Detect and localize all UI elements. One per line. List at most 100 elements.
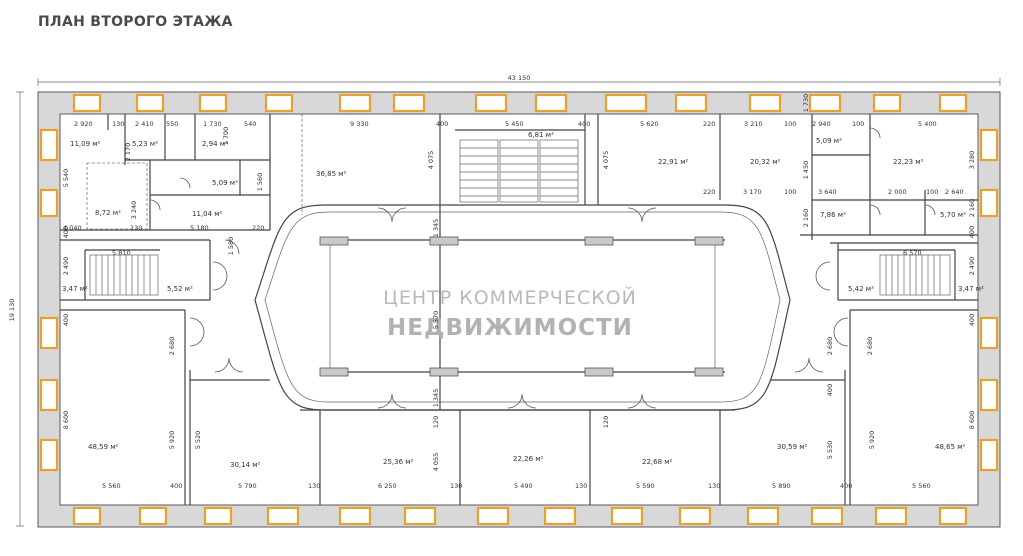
dimension: 400 bbox=[968, 226, 976, 238]
dimension: 1 730 bbox=[802, 94, 810, 113]
dimension: 5 920 bbox=[168, 431, 176, 450]
dimension: 400 bbox=[436, 120, 448, 128]
dimension: 5 560 bbox=[102, 482, 121, 490]
dimension: 6 570 bbox=[903, 249, 922, 257]
dimension: 1 450 bbox=[802, 161, 810, 180]
room-area: 22,26 м² bbox=[513, 455, 544, 463]
dimension: 2 410 bbox=[135, 120, 154, 128]
dimension: 120 bbox=[602, 416, 610, 428]
dimension: 2 160 bbox=[968, 199, 976, 218]
dimension: 2 680 bbox=[826, 337, 834, 356]
overall-height-label: 19 130 bbox=[8, 299, 16, 322]
dimension: 2 000 bbox=[888, 188, 907, 196]
dimension: 400 bbox=[968, 314, 976, 326]
room-area: 48,65 м² bbox=[935, 443, 966, 451]
dimension: 3 640 bbox=[818, 188, 837, 196]
dimension: 4 075 bbox=[602, 151, 610, 170]
dimension: 5 620 bbox=[640, 120, 659, 128]
dimension: 5 570 bbox=[432, 311, 440, 330]
room-area: 7,86 м² bbox=[820, 211, 846, 219]
room-area: 48,59 м² bbox=[88, 443, 119, 451]
dimension: 400 bbox=[170, 482, 182, 490]
dimension-labels: 2 920 130 2 410 550 1 730 540 9 330 400 … bbox=[63, 120, 964, 490]
dimension: 2 170 bbox=[124, 143, 132, 162]
room-area: 8,72 м² bbox=[95, 209, 121, 217]
dimension: 2 940 bbox=[812, 120, 831, 128]
room-area: 11,04 м² bbox=[192, 210, 223, 218]
dimension: 2 680 bbox=[168, 337, 176, 356]
dimension: 4 075 bbox=[427, 151, 435, 170]
room-area: 5,23 м² bbox=[132, 140, 158, 148]
dimension: 120 bbox=[432, 416, 440, 428]
dimension: 1 345 bbox=[432, 219, 440, 238]
dimension: 5 920 bbox=[868, 431, 876, 450]
room-area: 5,70 м² bbox=[940, 211, 966, 219]
dimension: 1 730 bbox=[203, 120, 222, 128]
dimension: 5 450 bbox=[505, 120, 524, 128]
room-area: 36,85 м² bbox=[316, 170, 347, 178]
dimension: 100 bbox=[784, 188, 796, 196]
dimension: 130 bbox=[450, 482, 462, 490]
dimension: 5 540 bbox=[62, 169, 70, 188]
dimension: 130 bbox=[112, 120, 124, 128]
windows bbox=[39, 93, 999, 526]
dimension: 5 560 bbox=[912, 482, 931, 490]
dimension: 3 210 bbox=[744, 120, 763, 128]
dimension: 5 810 bbox=[112, 249, 131, 257]
dimension: 2 680 bbox=[866, 337, 874, 356]
dimension: 1 345 bbox=[432, 389, 440, 408]
dimension: 400 bbox=[62, 226, 70, 238]
dimension: 2 490 bbox=[968, 257, 976, 276]
dimension: 1 560 bbox=[256, 173, 264, 192]
dimension: 4 055 bbox=[432, 453, 440, 472]
room-areas: 11,09 м² 5,23 м² 2,94 м² 5,09 м² 8,72 м²… bbox=[62, 131, 984, 469]
dimension: 5 490 bbox=[514, 482, 533, 490]
dimension: 5 790 bbox=[238, 482, 257, 490]
dimension: 100 bbox=[784, 120, 796, 128]
dimension: 5 590 bbox=[636, 482, 655, 490]
dimension: 130 bbox=[308, 482, 320, 490]
room-area: 30,14 м² bbox=[230, 461, 261, 469]
dimension: 100 bbox=[852, 120, 864, 128]
dimension: 220 bbox=[703, 188, 715, 196]
dimension: 400 bbox=[62, 314, 70, 326]
dimension: 9 330 bbox=[350, 120, 369, 128]
central-atrium bbox=[254, 204, 791, 411]
dimension: 550 bbox=[166, 120, 178, 128]
dimension: 100 bbox=[926, 188, 938, 196]
room-area: 22,68 м² bbox=[642, 458, 673, 466]
dimension: 2 640 bbox=[945, 188, 964, 196]
room-area: 3,47 м² bbox=[62, 285, 88, 293]
room-area: 6,81 м² bbox=[528, 131, 554, 139]
dimension: 130 bbox=[130, 224, 142, 232]
dimension: 2 920 bbox=[74, 120, 93, 128]
dimension: 5 520 bbox=[194, 431, 202, 450]
dimension: 400 bbox=[578, 120, 590, 128]
dimension: 3 170 bbox=[743, 188, 762, 196]
dimension: 8 600 bbox=[968, 411, 976, 430]
dimension: 5 400 bbox=[918, 120, 937, 128]
dimension: 1 580 bbox=[227, 237, 235, 256]
dimension: 130 bbox=[708, 482, 720, 490]
room-area: 2,94 м² bbox=[202, 140, 228, 148]
room-area: 20,32 м² bbox=[750, 158, 781, 166]
dimension: 5 890 bbox=[772, 482, 791, 490]
dimension: 2 490 bbox=[62, 257, 70, 276]
dimension: 4 040 bbox=[63, 224, 82, 232]
dimension: 400 bbox=[826, 384, 834, 396]
doors bbox=[149, 127, 936, 409]
stairs bbox=[89, 139, 951, 296]
dimension: 220 bbox=[252, 224, 264, 232]
dimension: 220 bbox=[703, 120, 715, 128]
dimension: 6 250 bbox=[378, 482, 397, 490]
room-area: 22,91 м² bbox=[658, 158, 689, 166]
vertical-dimension-labels: 5 540 2 170 3 240 1 700 1 560 4 075 4 07… bbox=[62, 94, 976, 472]
room-area: 30,59 м² bbox=[777, 443, 808, 451]
overall-width-label: 43 150 bbox=[508, 74, 531, 82]
dimension: 8 600 bbox=[62, 411, 70, 430]
watermark-line2: НЕДВИЖИМОСТИ bbox=[387, 315, 633, 341]
dimension: 5 180 bbox=[190, 224, 209, 232]
room-area: 5,52 м² bbox=[167, 285, 193, 293]
room-area: 11,09 м² bbox=[70, 140, 101, 148]
